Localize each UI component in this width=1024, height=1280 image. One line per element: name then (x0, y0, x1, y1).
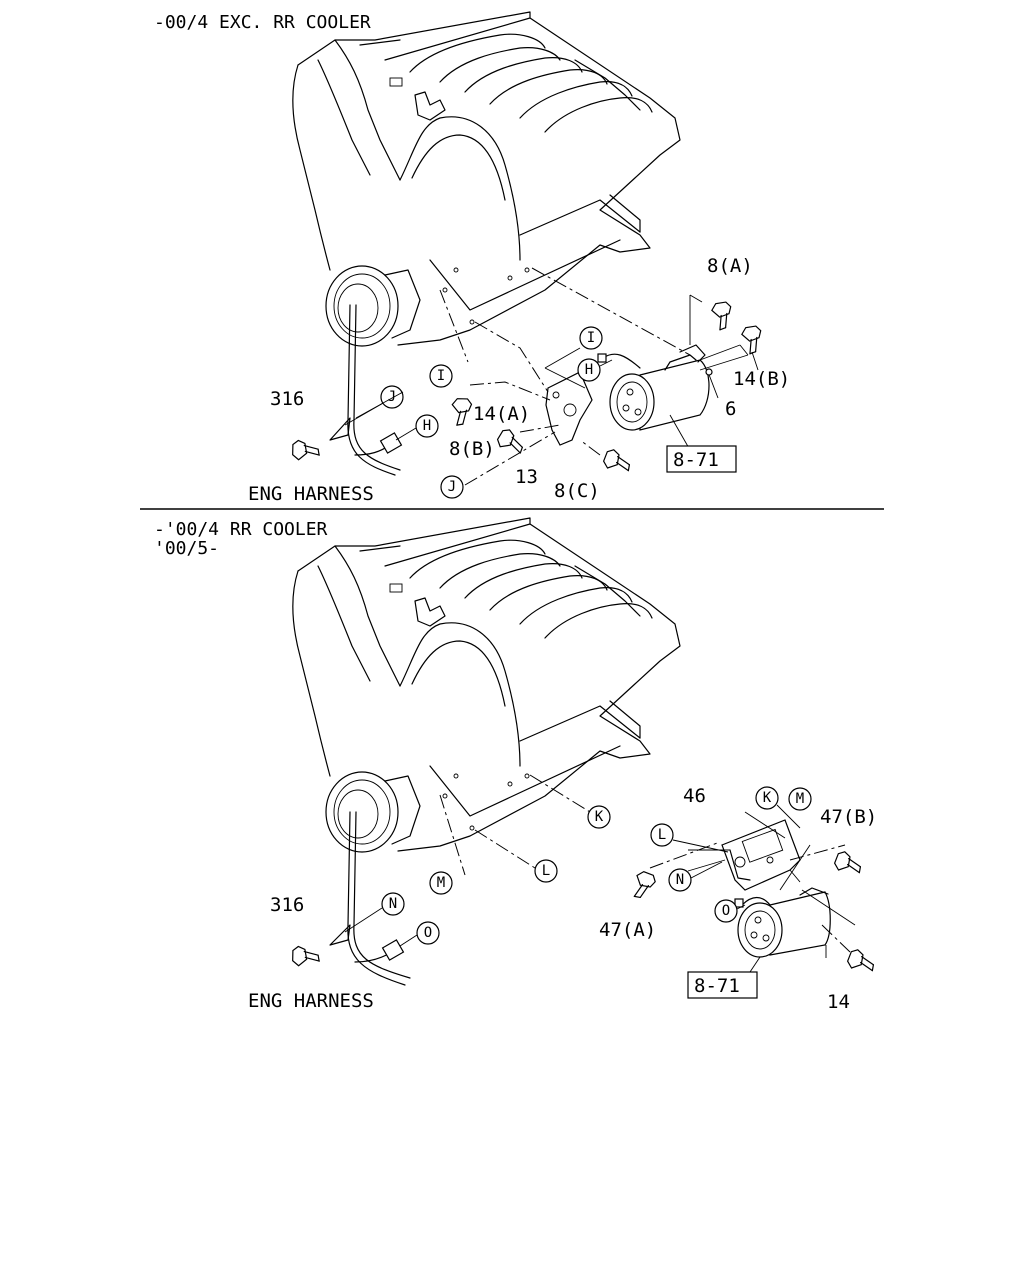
part-label-46: 46 (683, 785, 706, 807)
svg-text:O: O (722, 903, 730, 919)
bracket-13 (545, 371, 593, 446)
callout-k-2: K (587, 805, 611, 829)
svg-text:N: N (389, 896, 397, 912)
callout-j-2: J (440, 475, 464, 499)
callout-n-1: N (668, 868, 692, 892)
callout-n-2: N (381, 892, 405, 916)
callout-j-1: J (380, 385, 404, 409)
part-label-14b: 14(B) (733, 368, 790, 390)
part-label-47a: 47(A) (599, 919, 656, 941)
part-label-13: 13 (515, 466, 538, 488)
engine-block-2 (292, 517, 681, 853)
eng-harness-2 (329, 811, 411, 986)
eng-harness-1 (329, 304, 403, 476)
svg-text:M: M (437, 875, 445, 891)
svg-text:K: K (763, 790, 772, 806)
svg-text:H: H (585, 362, 593, 378)
svg-text:L: L (542, 863, 550, 879)
svg-text:8-71: 8-71 (694, 975, 740, 997)
engine-block-1 (292, 11, 681, 347)
svg-text:N: N (676, 872, 684, 888)
callout-l-1: L (650, 823, 674, 847)
section-1-header: -00/4 EXC. RR COOLER (154, 12, 371, 33)
svg-text:J: J (388, 389, 396, 405)
part-label-14a: 14(A) (473, 403, 530, 425)
bracket-46 (721, 819, 801, 891)
callout-m-2: M (429, 871, 453, 895)
part-label-47b: 47(B) (820, 806, 877, 828)
callout-i-2: I (579, 326, 603, 350)
callout-o-2: O (416, 921, 440, 945)
callout-o-1: O (714, 899, 738, 923)
part-label-6: 6 (725, 398, 736, 420)
svg-text:M: M (796, 791, 804, 807)
part-label-316-2: 316 (270, 894, 304, 916)
svg-text:J: J (448, 479, 456, 495)
harness-label-1: ENG HARNESS (248, 483, 374, 505)
ac-compressor-2 (734, 887, 831, 958)
ref-box-1: 8-71 (666, 445, 737, 473)
svg-text:H: H (423, 418, 431, 434)
callout-h-2: H (577, 358, 601, 382)
svg-text:I: I (587, 330, 595, 346)
part-label-8c: 8(C) (554, 480, 600, 502)
callout-i-1: I (429, 364, 453, 388)
section-2-header-line-2: '00/5- (154, 538, 219, 559)
section-2-header-line-1: -'00/4 RR COOLER (154, 519, 328, 540)
callout-h-1: H (415, 414, 439, 438)
ref-box-2: 8-71 (687, 971, 758, 999)
part-label-8a: 8(A) (707, 255, 753, 277)
ac-compressor-1 (597, 344, 710, 431)
callout-m-1: M (788, 787, 812, 811)
harness-label-2: ENG HARNESS (248, 990, 374, 1012)
part-label-8b: 8(B) (449, 438, 495, 460)
svg-text:O: O (424, 925, 432, 941)
svg-text:L: L (658, 827, 666, 843)
svg-text:K: K (595, 809, 604, 825)
callout-l-2: L (534, 859, 558, 883)
callout-k-1: K (755, 786, 779, 810)
svg-text:I: I (437, 368, 445, 384)
part-label-14: 14 (827, 991, 850, 1013)
svg-text:8-71: 8-71 (673, 449, 719, 471)
part-label-316: 316 (270, 388, 304, 410)
